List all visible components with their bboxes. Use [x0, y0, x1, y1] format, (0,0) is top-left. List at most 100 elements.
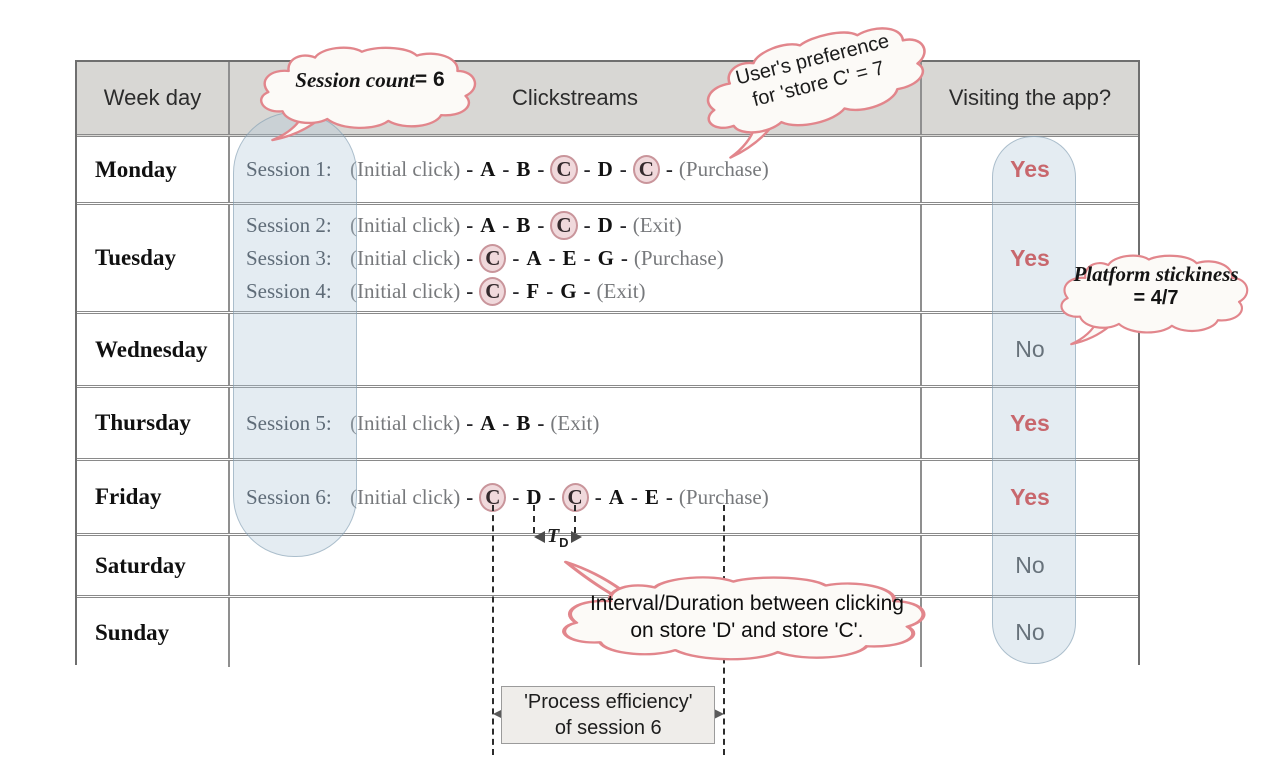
dash-separator: - [583, 278, 591, 303]
visit-cell: No [922, 598, 1138, 667]
store-letter: A [480, 157, 496, 181]
session-line: Session 6:(Initial click)-C-D-C-A-E-(Pur… [246, 481, 920, 514]
sessions-cell: Session 5:(Initial click)-A-B-(Exit) [230, 388, 922, 458]
visit-cell: Yes [922, 137, 1138, 202]
dash-separator: - [466, 157, 474, 181]
dash-separator: - [619, 157, 627, 181]
store-letter: D [597, 212, 613, 237]
td-label: TD [546, 524, 569, 550]
store-letter: G [560, 278, 577, 303]
day-cell: Tuesday [77, 205, 230, 311]
day-label: Thursday [95, 410, 191, 435]
dashed-line-store-c-first [491, 505, 494, 755]
dash-separator: - [583, 245, 591, 270]
header-week-day-label: Week day [103, 85, 202, 110]
dash-separator: - [594, 484, 602, 509]
process-efficiency-line1: 'Process efficiency' [524, 691, 693, 713]
day-cell: Saturday [77, 536, 230, 595]
session-label: Session 2: [246, 212, 332, 237]
table-header-row: Week day Clickstreams Visiting the app? [77, 62, 1138, 137]
store-c-highlight: C [550, 155, 578, 184]
session-label: Session 1: [246, 157, 332, 181]
session-line: Session 1:(Initial click)-A-B-C-D-C-(Pur… [246, 153, 920, 186]
store-letter: A [480, 212, 496, 237]
day-cell: Monday [77, 137, 230, 202]
event-label: (Purchase) [678, 484, 769, 509]
dash-separator: - [466, 245, 474, 270]
dash-separator: - [502, 410, 510, 435]
event-label: (Exit) [632, 212, 682, 237]
dash-separator: - [619, 212, 627, 237]
store-letter: F [526, 278, 540, 303]
header-clickstreams-label: Clickstreams [512, 85, 638, 110]
dash-separator: - [620, 245, 628, 270]
dash-separator: - [548, 484, 556, 509]
visit-value: Yes [1010, 156, 1050, 182]
session-label: Session 5: [246, 410, 332, 435]
dash-separator: - [537, 157, 545, 181]
table-row-saturday: Saturday No [77, 536, 1138, 598]
day-cell: Friday [77, 461, 230, 533]
sessions-cell: Session 1:(Initial click)-A-B-C-D-C-(Pur… [230, 137, 922, 202]
visit-cell: Yes [922, 205, 1138, 311]
dash-separator: - [512, 245, 520, 270]
session-label: Session 3: [246, 245, 332, 270]
visit-value: No [1015, 336, 1045, 362]
visit-cell: No [922, 536, 1138, 595]
sessions-cell [230, 536, 922, 595]
event-label: (Initial click) [350, 484, 461, 509]
session-line: Session 3:(Initial click)-C-A-E-G-(Purch… [246, 242, 920, 275]
dash-separator: - [466, 212, 474, 237]
event-label: (Initial click) [350, 278, 461, 303]
dash-separator: - [512, 484, 520, 509]
day-cell: Sunday [77, 598, 230, 667]
table-row-sunday: Sunday No [77, 598, 1138, 667]
store-letter: B [516, 410, 531, 435]
session-line: Session 2:(Initial click)-A-B-C-D-(Exit) [246, 209, 920, 242]
event-label: (Exit) [596, 278, 646, 303]
store-c-highlight: C [479, 243, 507, 273]
store-c-highlight: C [479, 276, 507, 306]
event-label: (Purchase) [633, 245, 724, 270]
day-label: Monday [95, 156, 177, 182]
header-visiting: Visiting the app? [922, 62, 1138, 134]
process-efficiency-right-arrow [712, 708, 724, 720]
sessions-cell [230, 314, 922, 385]
store-letter: A [526, 245, 542, 270]
day-label: Wednesday [95, 336, 208, 362]
dash-separator: - [502, 212, 510, 237]
sessions-cell [230, 598, 922, 667]
store-letter: B [516, 212, 531, 237]
store-letter: E [644, 484, 659, 509]
event-label: (Purchase) [678, 157, 769, 181]
dash-separator: - [583, 212, 591, 237]
right-arrowhead-icon [570, 531, 582, 543]
dash-separator: - [537, 212, 545, 237]
store-c-highlight: C [550, 210, 578, 240]
day-cell: Thursday [77, 388, 230, 458]
event-label: (Initial click) [350, 212, 461, 237]
session-label: Session 6: [246, 484, 332, 509]
visit-value: Yes [1010, 483, 1050, 510]
store-letter: B [516, 157, 531, 181]
dash-separator: - [583, 157, 591, 181]
dash-separator: - [466, 278, 474, 303]
td-interval-marker: TD [533, 524, 582, 550]
event-label: (Initial click) [350, 157, 461, 181]
store-letter: D [526, 484, 542, 509]
day-label: Saturday [95, 552, 186, 578]
dashed-line-store-c-second [574, 505, 577, 533]
visit-cell: No [922, 314, 1138, 385]
process-efficiency-line2: of session 6 [554, 717, 662, 739]
visit-cell: Yes [922, 461, 1138, 533]
session-label: Session 4: [246, 278, 332, 303]
table-row-wednesday: Wednesday No [77, 314, 1138, 388]
day-label: Tuesday [95, 245, 176, 270]
dash-separator: - [665, 484, 673, 509]
weekday-clickstream-table: Week day Clickstreams Visiting the app? … [75, 60, 1140, 667]
store-letter: A [480, 410, 496, 435]
